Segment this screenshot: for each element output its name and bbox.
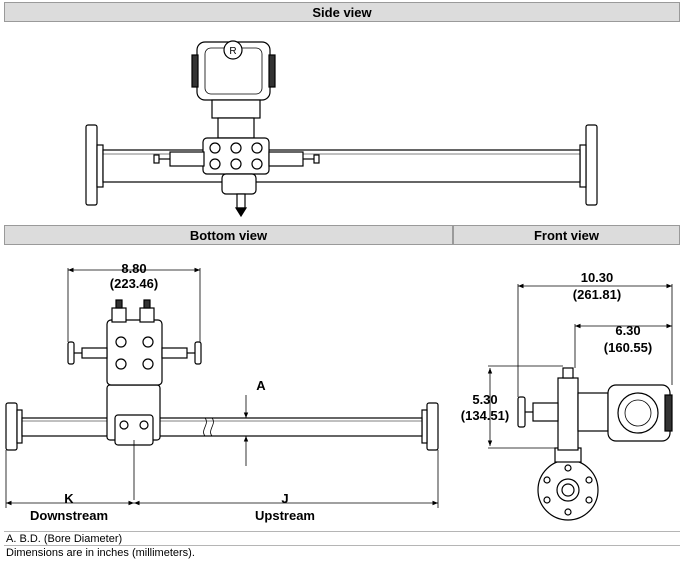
k-label: K — [64, 491, 74, 506]
front-width-mm-label: (261.81) — [573, 287, 621, 302]
width-mm-label: (223.46) — [110, 276, 158, 291]
bottom-view-drawing — [5, 299, 439, 500]
units-note: Dimensions are in inches (millimeters). — [4, 545, 680, 560]
bore-label: A — [256, 378, 266, 393]
front-width-inches-label: 10.30 — [581, 270, 614, 285]
svg-text:R: R — [229, 46, 236, 57]
j-label: J — [281, 491, 288, 506]
front-view-header: Front view — [453, 225, 680, 245]
upstream-label: Upstream — [255, 508, 315, 523]
front-height-inches-label: 5.30 — [472, 392, 497, 407]
front-view-drawing — [517, 367, 673, 521]
front-height-mm-label: (134.51) — [461, 408, 509, 423]
side-view-header: Side view — [4, 2, 680, 22]
front-offset-mm-label: (160.55) — [604, 340, 652, 355]
bore-diameter-legend: A. B.D. (Bore Diameter) — [4, 531, 680, 546]
downstream-label: Downstream — [30, 508, 108, 523]
dimension-lines — [5, 267, 673, 508]
bottom-view-header: Bottom view — [4, 225, 453, 245]
width-inches-label: 8.80 — [121, 261, 146, 276]
side-view-drawing: R — [85, 40, 598, 218]
front-offset-inches-label: 6.30 — [615, 323, 640, 338]
